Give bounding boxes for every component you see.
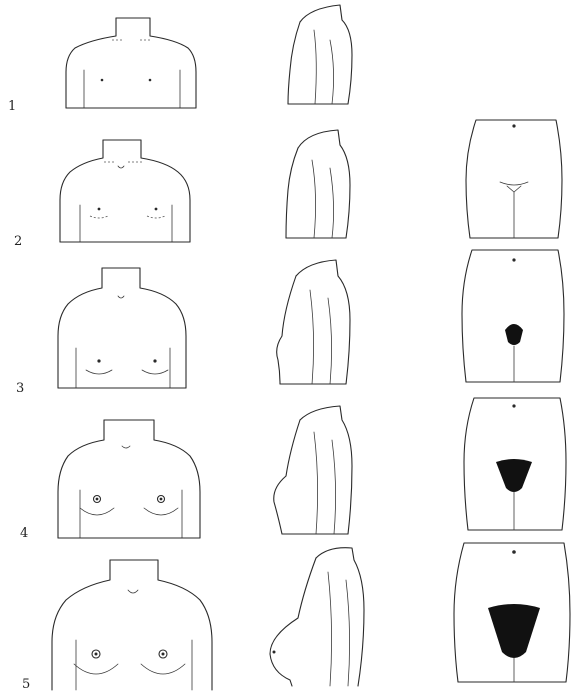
stage-label-2: 2 [14, 234, 22, 249]
stage-label-5: 5 [22, 677, 30, 691]
stage-1: 1 [8, 5, 352, 114]
stage-label-4: 4 [20, 526, 28, 541]
stage-1-side-torso [288, 5, 352, 104]
stage-4-pelvis [464, 398, 566, 530]
stage-3-front-torso [58, 268, 186, 388]
stage-3-pelvis [462, 250, 564, 382]
stage-2-pelvis [466, 120, 562, 238]
stage-4-front-torso [58, 420, 200, 538]
stage-4: 4 [20, 398, 566, 541]
stage-1-front-torso [66, 18, 196, 108]
stage-4-side-torso [274, 406, 352, 534]
stage-5: 5 [22, 543, 570, 691]
stage-2: 2 [14, 120, 562, 249]
stage-2-side-torso [286, 130, 350, 238]
stage-2-front-torso [60, 140, 190, 242]
stage-3: 3 [16, 250, 564, 396]
stage-5-pelvis [454, 543, 570, 682]
stage-label-3: 3 [16, 381, 24, 396]
stage-label-1: 1 [8, 99, 16, 114]
stage-5-side-torso [270, 548, 364, 686]
stage-5-front-torso [52, 560, 212, 690]
stage-3-side-torso [277, 260, 350, 384]
